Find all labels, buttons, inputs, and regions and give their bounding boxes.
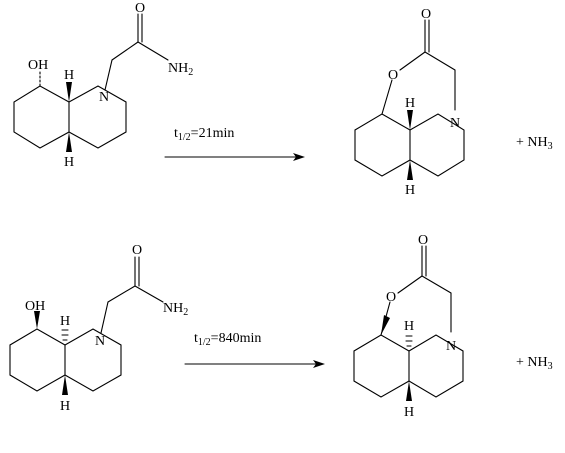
product-1-wedge-top — [407, 110, 413, 130]
product-1: O O N H H — [354, 7, 465, 198]
byproduct-2-label: + NH3 — [516, 355, 553, 372]
product-1-h-bottom-label: H — [405, 183, 415, 198]
reactant-1-amide-n-label: NH2 — [168, 61, 193, 78]
product-2-wedge-bottom — [406, 381, 412, 401]
reactant-2-bonds — [9, 256, 164, 392]
reactant-2-hydroxyl-label: OH — [25, 299, 45, 314]
product-2-hash-top — [405, 335, 413, 347]
reaction-2: OH H H N O NH2 t1/2=840min — [9, 233, 553, 420]
half-life-1-label: t1/2=21min — [174, 126, 234, 143]
reactant-2: OH H H N O NH2 — [9, 243, 188, 414]
reactant-2-amide-o-label: O — [132, 243, 142, 258]
reactant-1: OH H H N O NH2 — [13, 1, 193, 170]
reactant-1-ring-n-label: N — [99, 90, 109, 105]
arrow-2 — [184, 360, 325, 368]
reactant-2-h-top-label: H — [60, 314, 70, 329]
reactant-1-wedge-top — [66, 82, 72, 102]
product-1-wedge-bottom — [407, 160, 413, 180]
reactant-1-amide-o-label: O — [135, 1, 145, 16]
reactant-1-h-bottom-label: H — [64, 155, 74, 170]
product-1-ring-o-label: O — [388, 68, 398, 83]
product-2-ring-n-label: N — [446, 339, 456, 354]
reactant-2-wedge-oh — [34, 311, 40, 329]
product-2-bonds — [353, 245, 464, 398]
reaction-1: OH H H N O NH2 t1/2=21min — [13, 1, 553, 198]
product-2: O O N H H — [353, 233, 464, 420]
reactant-1-bonds — [13, 13, 169, 149]
product-1-carbonyl-o-label: O — [421, 7, 431, 22]
reactant-2-amide-n-label: NH2 — [163, 301, 188, 318]
reactant-2-h-bottom-label: H — [60, 399, 70, 414]
byproduct-1-label: + NH3 — [516, 135, 553, 152]
product-2-carbonyl-o-label: O — [418, 233, 428, 248]
product-2-ring-o-label: O — [386, 290, 396, 305]
reactant-2-wedge-bottom — [62, 375, 68, 395]
product-2-h-bottom-label: H — [404, 405, 414, 420]
product-1-ring-n-label: N — [450, 116, 460, 131]
arrow-1 — [164, 153, 305, 161]
product-1-h-top-label: H — [405, 96, 415, 111]
reactant-2-hash-top — [61, 329, 69, 341]
reactant-1-hydroxyl-label: OH — [28, 58, 48, 73]
reactant-1-wedge-bottom — [66, 132, 72, 152]
half-life-2-label: t1/2=840min — [194, 331, 261, 348]
reactant-1-h-top-label: H — [64, 68, 74, 83]
product-2-h-top-label: H — [404, 319, 414, 334]
reactant-2-ring-n-label: N — [95, 334, 105, 349]
product-2-wedge-o — [381, 315, 390, 335]
